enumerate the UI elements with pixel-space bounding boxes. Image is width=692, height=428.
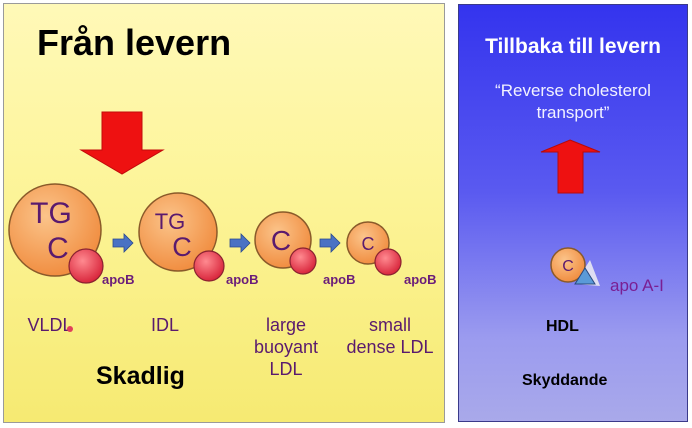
left-panel-title: Från levern (37, 22, 232, 63)
right-arrow-icon (319, 233, 341, 253)
small-ldl-particle (346, 221, 402, 276)
label-line: large (265, 315, 307, 335)
right-arrow-icon (112, 233, 134, 253)
protective-label: Skyddande (522, 372, 608, 389)
vldl-label: VLDL (27, 315, 73, 335)
apob-label: apoB (323, 272, 356, 287)
right-arrow-icon (229, 233, 251, 253)
large-ldl-particle (254, 211, 317, 275)
small-ldl-c-text: C (362, 234, 375, 254)
small-ldl-label: small dense LDL (335, 314, 445, 358)
subtitle-line-2: transport” (536, 103, 610, 122)
label-line: LDL (269, 359, 303, 379)
label-line: dense LDL (346, 337, 434, 357)
hdl-particle (550, 247, 600, 286)
apob-label: apoB (226, 272, 259, 287)
marker-dot (67, 326, 73, 332)
idl-tg-text: TG (155, 209, 186, 234)
apo-a1-label: apo A-I (610, 276, 664, 295)
down-arrow-icon (79, 111, 165, 175)
right-panel (458, 4, 688, 422)
hdl-label: HDL (546, 318, 579, 335)
up-arrow-icon (540, 139, 601, 194)
idl-label: IDL (150, 315, 179, 335)
vldl-c-text: C (47, 232, 69, 265)
harmful-label: Skadlig (96, 362, 185, 390)
large-ldl-label: large buoyant LDL (246, 314, 326, 380)
idl-c-text: C (172, 232, 192, 262)
label-line: small (368, 315, 411, 335)
label-line: buoyant (253, 337, 319, 357)
apob-label: apoB (404, 272, 437, 287)
idl-particle (138, 192, 225, 282)
vldl-particle (8, 183, 104, 284)
large-ldl-c-text: C (271, 225, 291, 256)
right-panel-subtitle: “Reverse cholesterol transport” (458, 80, 688, 124)
hdl-c-text: C (562, 258, 574, 275)
apob-label: apoB (102, 272, 135, 287)
subtitle-line-1: “Reverse cholesterol (495, 81, 651, 100)
right-panel-title: Tillbaka till levern (485, 35, 661, 58)
vldl-tg-text: TG (30, 197, 72, 230)
